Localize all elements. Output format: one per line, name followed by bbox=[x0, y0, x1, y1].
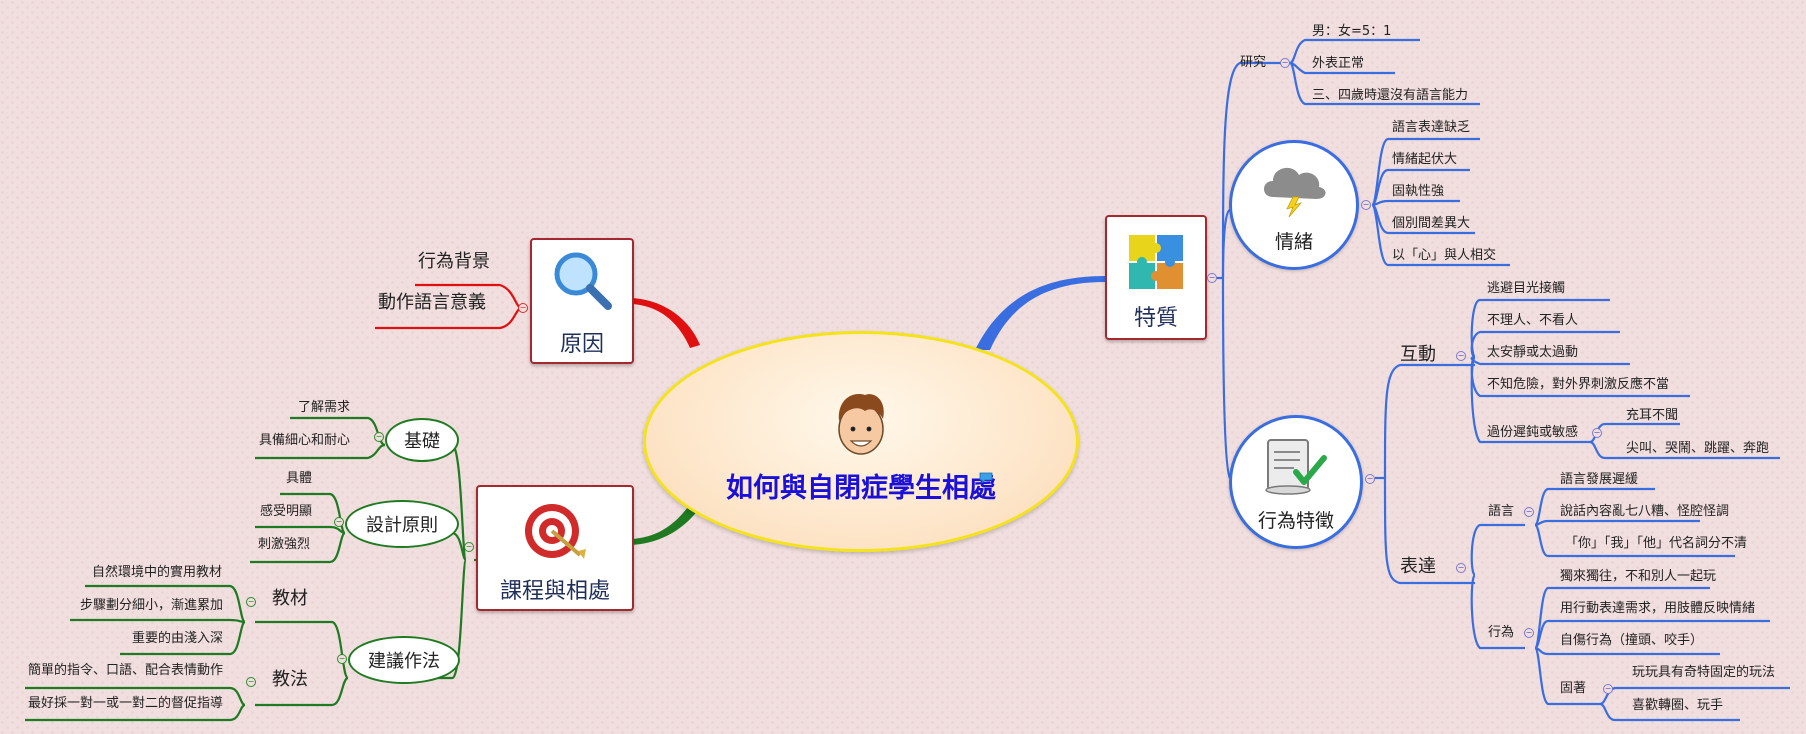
language-item: 語言發展遲緩 bbox=[1560, 472, 1639, 487]
research-label: 研究 bbox=[1240, 55, 1267, 70]
emotion-node[interactable]: 情緒 bbox=[1229, 140, 1359, 270]
materials-label: 教材 bbox=[272, 588, 308, 609]
conduct-item: 自傷行為（撞頭、咬手） bbox=[1560, 633, 1704, 648]
research-item: 三、四歲時還沒有語言能力 bbox=[1312, 88, 1469, 103]
behavior-collapse-toggle[interactable]: − bbox=[1365, 474, 1375, 484]
suggest-label: 建議作法 bbox=[368, 651, 440, 672]
materials-item: 重要的由淺入深 bbox=[132, 631, 224, 646]
language-item: 「你」「我」「他」代名詞分不清 bbox=[1565, 536, 1748, 551]
materials-item: 步驟劃分細小，漸進累加 bbox=[80, 598, 224, 613]
emotion-item: 語言表達缺乏 bbox=[1392, 120, 1471, 135]
emotion-collapse-toggle[interactable]: − bbox=[1361, 200, 1371, 210]
traits-collapse-toggle[interactable]: − bbox=[1207, 273, 1217, 283]
magnifier-icon bbox=[554, 252, 612, 310]
methods-collapse-toggle[interactable]: − bbox=[246, 677, 256, 687]
emotion-item: 情緒起伏大 bbox=[1392, 152, 1458, 167]
conduct-label: 行為 bbox=[1488, 625, 1515, 640]
basics-item: 具備細心和耐心 bbox=[259, 433, 351, 448]
methods-item: 最好採一對一或一對二的督促指導 bbox=[28, 696, 224, 711]
interaction-item: 太安靜或太過動 bbox=[1487, 345, 1579, 360]
emotion-item: 固執性強 bbox=[1392, 184, 1445, 199]
design-node[interactable]: 設計原則 bbox=[345, 500, 459, 548]
branch-course bbox=[632, 497, 705, 545]
interaction-item: 不理人、不看人 bbox=[1487, 313, 1579, 328]
conduct-collapse-toggle[interactable]: − bbox=[1524, 628, 1534, 638]
comment-icon[interactable] bbox=[978, 471, 994, 485]
interaction-item: 逃避目光接觸 bbox=[1487, 281, 1566, 296]
sensitivity-collapse-toggle[interactable]: − bbox=[1592, 428, 1602, 438]
interaction-item: 過份遲鈍或敏感 bbox=[1487, 425, 1579, 440]
course-topic[interactable]: 課程與相處 bbox=[476, 485, 634, 611]
suggest-node[interactable]: 建議作法 bbox=[348, 636, 460, 684]
design-label: 設計原則 bbox=[366, 515, 438, 536]
behavior-label: 行為特徵 bbox=[1257, 510, 1334, 532]
basics-label: 基礎 bbox=[404, 431, 440, 452]
puzzle-icon bbox=[1129, 235, 1183, 289]
suggest-collapse-toggle[interactable]: − bbox=[337, 654, 347, 664]
materials-collapse-toggle[interactable]: − bbox=[246, 597, 256, 607]
face-icon bbox=[838, 394, 884, 455]
design-item: 具體 bbox=[286, 471, 313, 486]
expression-label: 表達 bbox=[1400, 556, 1436, 577]
design-item: 感受明顯 bbox=[260, 504, 313, 519]
methods-label: 教法 bbox=[272, 669, 308, 690]
traits-title: 特質 bbox=[1133, 306, 1178, 331]
materials-item: 自然環境中的實用教材 bbox=[92, 565, 223, 580]
conduct-item: 用行動表達需求，用肢體反映情緒 bbox=[1560, 601, 1756, 616]
interaction-item: 不知危險，對外界刺激反應不當 bbox=[1487, 377, 1670, 392]
behavior-node[interactable]: 行為特徵 bbox=[1229, 415, 1363, 549]
research-item: 男：女=5：1 bbox=[1312, 24, 1392, 39]
cause-collapse-toggle[interactable]: − bbox=[518, 303, 528, 313]
checklist-icon bbox=[1265, 439, 1327, 495]
obsession-item: 玩玩具有奇特固定的玩法 bbox=[1632, 665, 1776, 680]
obsession-label: 固著 bbox=[1560, 681, 1587, 696]
conduct-item: 獨來獨往，不和別人一起玩 bbox=[1560, 569, 1717, 584]
emotion-label: 情緒 bbox=[1274, 231, 1313, 253]
sensitivity-item: 充耳不聞 bbox=[1626, 408, 1679, 423]
expression-collapse-toggle[interactable]: − bbox=[1456, 563, 1466, 573]
branch-cause bbox=[632, 298, 700, 348]
interaction-label: 互動 bbox=[1400, 344, 1436, 365]
cause-topic[interactable]: 原因 bbox=[530, 238, 634, 364]
sensitivity-item: 尖叫、哭鬧、跳躍、奔跑 bbox=[1626, 441, 1770, 456]
storm-cloud-icon bbox=[1264, 167, 1326, 217]
emotion-item: 以「心」與人相交 bbox=[1392, 248, 1497, 263]
design-item: 刺激強烈 bbox=[258, 537, 311, 552]
target-icon bbox=[525, 504, 586, 559]
central-title: 如何與自閉症學生相處 bbox=[726, 473, 996, 504]
cause-item: 動作語言意義 bbox=[378, 292, 486, 313]
research-collapse-toggle[interactable]: − bbox=[1280, 58, 1290, 68]
basics-item: 了解需求 bbox=[298, 400, 351, 415]
obsession-collapse-toggle[interactable]: − bbox=[1603, 684, 1613, 694]
traits-topic[interactable]: 特質 bbox=[1105, 215, 1207, 340]
cause-title: 原因 bbox=[559, 332, 604, 357]
language-item: 說話內容亂七八糟、怪腔怪調 bbox=[1560, 504, 1730, 519]
research-item: 外表正常 bbox=[1312, 56, 1365, 71]
course-collapse-toggle[interactable]: − bbox=[464, 542, 474, 552]
language-label: 語言 bbox=[1488, 504, 1515, 519]
cause-item: 行為背景 bbox=[418, 251, 490, 272]
course-title: 課程與相處 bbox=[499, 579, 610, 604]
methods-item: 簡單的指令、口語、配合表情動作 bbox=[28, 663, 224, 678]
design-collapse-toggle[interactable]: − bbox=[334, 517, 344, 527]
basics-node[interactable]: 基礎 bbox=[385, 418, 459, 462]
interaction-collapse-toggle[interactable]: − bbox=[1456, 351, 1466, 361]
basics-collapse-toggle[interactable]: − bbox=[374, 432, 384, 442]
branch-traits bbox=[975, 276, 1105, 350]
central-topic[interactable]: 如何與自閉症學生相處 bbox=[643, 331, 1079, 552]
obsession-item: 喜歡轉圈、玩手 bbox=[1632, 698, 1724, 713]
language-collapse-toggle[interactable]: − bbox=[1524, 507, 1534, 517]
emotion-item: 個別間差異大 bbox=[1392, 216, 1471, 231]
